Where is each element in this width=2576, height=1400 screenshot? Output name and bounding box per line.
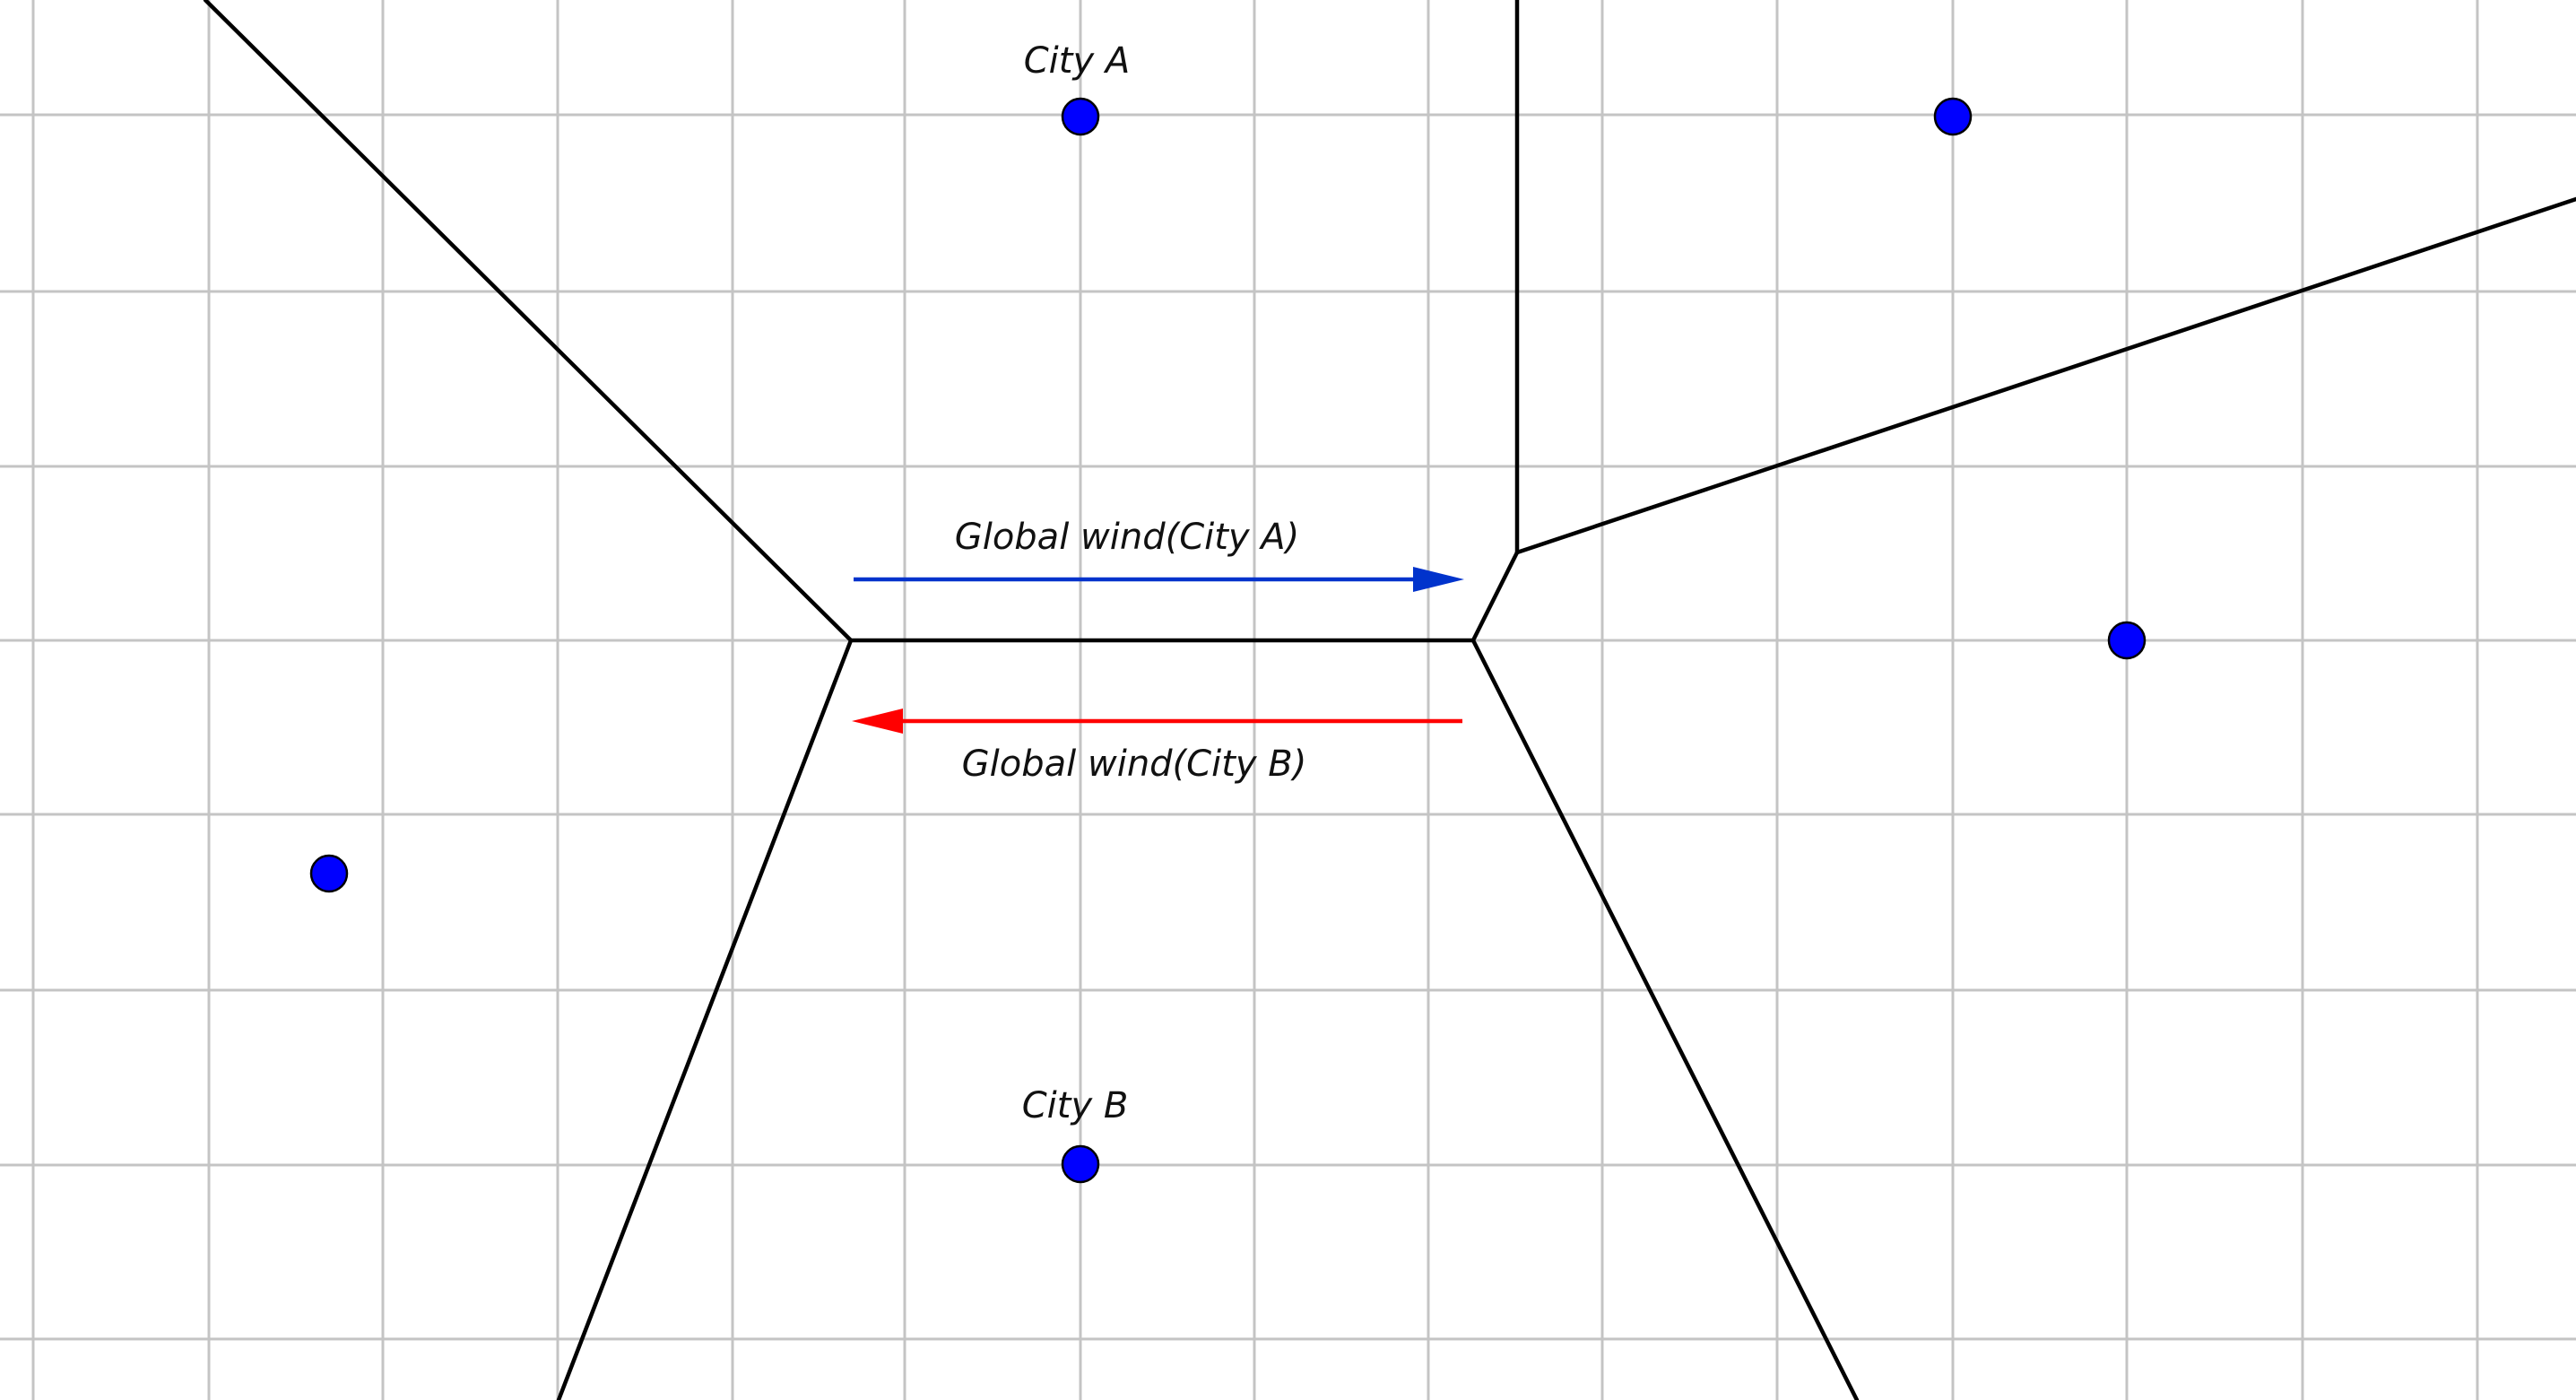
city-a-point	[1061, 97, 1100, 136]
voronoi-edge-lower-right	[1470, 638, 1860, 1400]
city-b-label: City B	[1022, 1085, 1129, 1126]
left-arrow-icon	[852, 709, 1462, 734]
voronoi-edge-upper-right	[1514, 196, 2576, 555]
voronoi-edge-upper-left	[203, 0, 854, 643]
city-a-label: City A	[1024, 40, 1130, 82]
voronoi-edge-short-link	[1470, 550, 1520, 643]
right-arrow-icon	[854, 567, 1464, 592]
voronoi-edges	[203, 0, 2576, 1400]
wind-b-label: Global wind(City B)	[962, 743, 1307, 785]
wind-a-label: Global wind(City A)	[955, 517, 1300, 558]
cities	[309, 97, 2147, 1184]
labels: City A Global wind(City A) Global wind(C…	[955, 40, 1307, 1126]
city-point-top-right	[1933, 97, 1973, 136]
city-point-right	[2107, 621, 2147, 660]
city-b-point	[1061, 1144, 1100, 1184]
wind-arrows	[852, 567, 1464, 734]
voronoi-edge-lower-left	[556, 638, 854, 1400]
city-point-left	[309, 854, 349, 893]
